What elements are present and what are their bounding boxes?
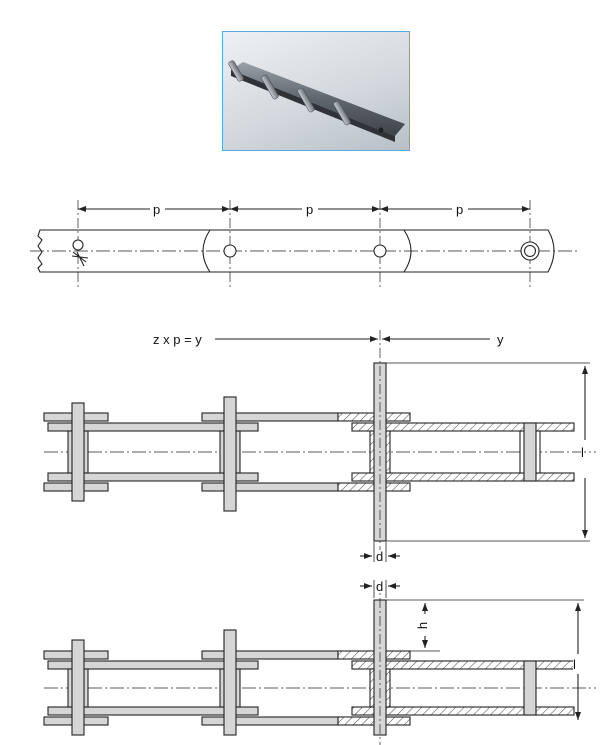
d-label-2: d bbox=[376, 579, 384, 594]
side-view-2 bbox=[43, 580, 596, 745]
chain-photo bbox=[222, 31, 410, 151]
side-view-1 bbox=[43, 330, 596, 562]
h-label: h bbox=[415, 621, 431, 630]
pitch-label-2: p bbox=[306, 202, 314, 217]
chain-photo-icon bbox=[228, 60, 405, 142]
l-label-1: l bbox=[581, 445, 584, 460]
formula-label: z x p = y bbox=[153, 332, 202, 347]
pitch-label-1: p bbox=[153, 202, 161, 217]
pitch-label-3: p bbox=[456, 202, 464, 217]
l-label-2: l bbox=[573, 657, 576, 672]
y-label: y bbox=[497, 332, 504, 347]
d-label-1: d bbox=[376, 549, 384, 564]
top-view bbox=[30, 200, 580, 290]
cotter-pin-icon bbox=[71, 239, 89, 267]
